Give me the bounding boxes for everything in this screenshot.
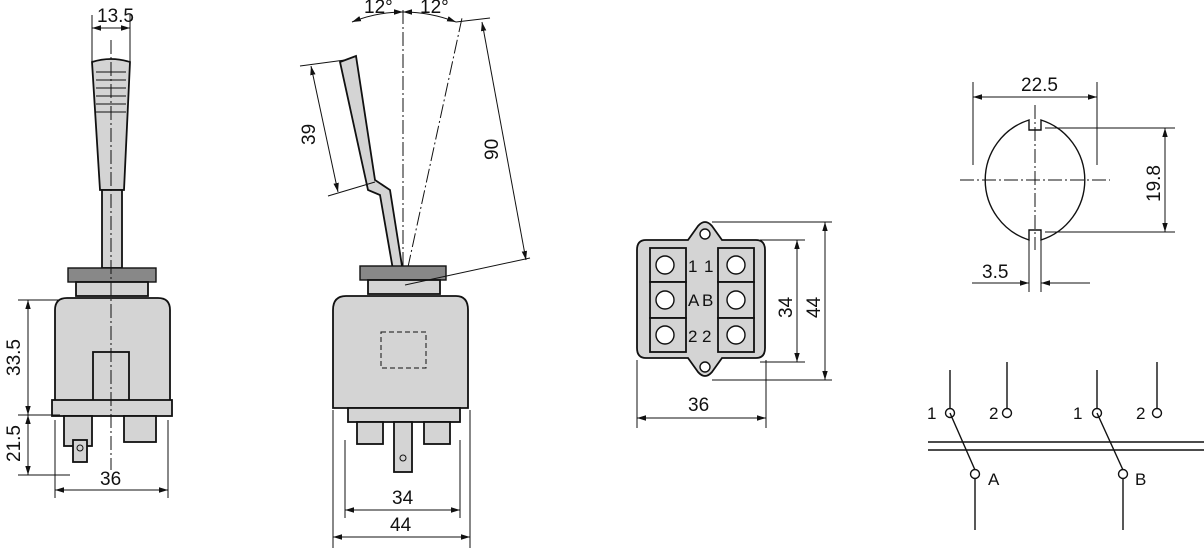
schematic: 1 2 1 2 A B [927,362,1204,530]
dim-slot-width: 3.5 [982,262,1008,283]
schematic-label: A [988,470,1000,489]
front-view: 13.5 33.5 21.5 36 [4,6,173,498]
terminal-label: 1 [688,257,697,276]
dim-block-outer-height: 44 [804,296,825,318]
dim-body-width: 36 [100,469,121,490]
dim-lever-length: 90 [482,139,503,160]
dim-inner-width: 34 [392,488,414,509]
terminal-label: 2 [702,327,711,346]
dim-flat-width: 19.8 [1144,165,1165,202]
terminal-view: 1 1 A B 2 2 36 34 44 [636,221,832,428]
dim-outer-width: 44 [390,515,412,536]
dim-block-inner-height: 34 [776,296,797,318]
schematic-label: 1 [927,404,936,423]
knurled-nut [67,267,157,283]
dim-angle-right: 12° [420,0,449,18]
dim-handle-length: 39 [299,124,320,145]
mounting-hole-view: 22.5 19.8 3.5 [960,75,1175,292]
terminal-label: 2 [688,327,697,346]
schematic-label: 2 [1136,404,1145,423]
dim-hole-diameter: 22.5 [1021,75,1058,96]
dim-handle-width: 13.5 [97,6,134,27]
schematic-label: 1 [1073,404,1082,423]
side-body [332,295,469,409]
schematic-label: B [1135,470,1146,489]
lever-shaft [101,189,123,269]
dim-body-height: 33.5 [4,339,25,376]
lever-tilted [338,54,407,289]
terminal-label: B [702,291,713,310]
dim-angle-left: 12° [364,0,393,18]
dim-block-width: 36 [688,395,709,416]
terminal-label: A [688,291,700,310]
schematic-label: 2 [989,404,998,423]
dim-terminal-height: 21.5 [4,425,25,462]
terminal-label: 1 [704,257,713,276]
side-view: 12° 12° 39 90 34 44 [299,0,531,548]
